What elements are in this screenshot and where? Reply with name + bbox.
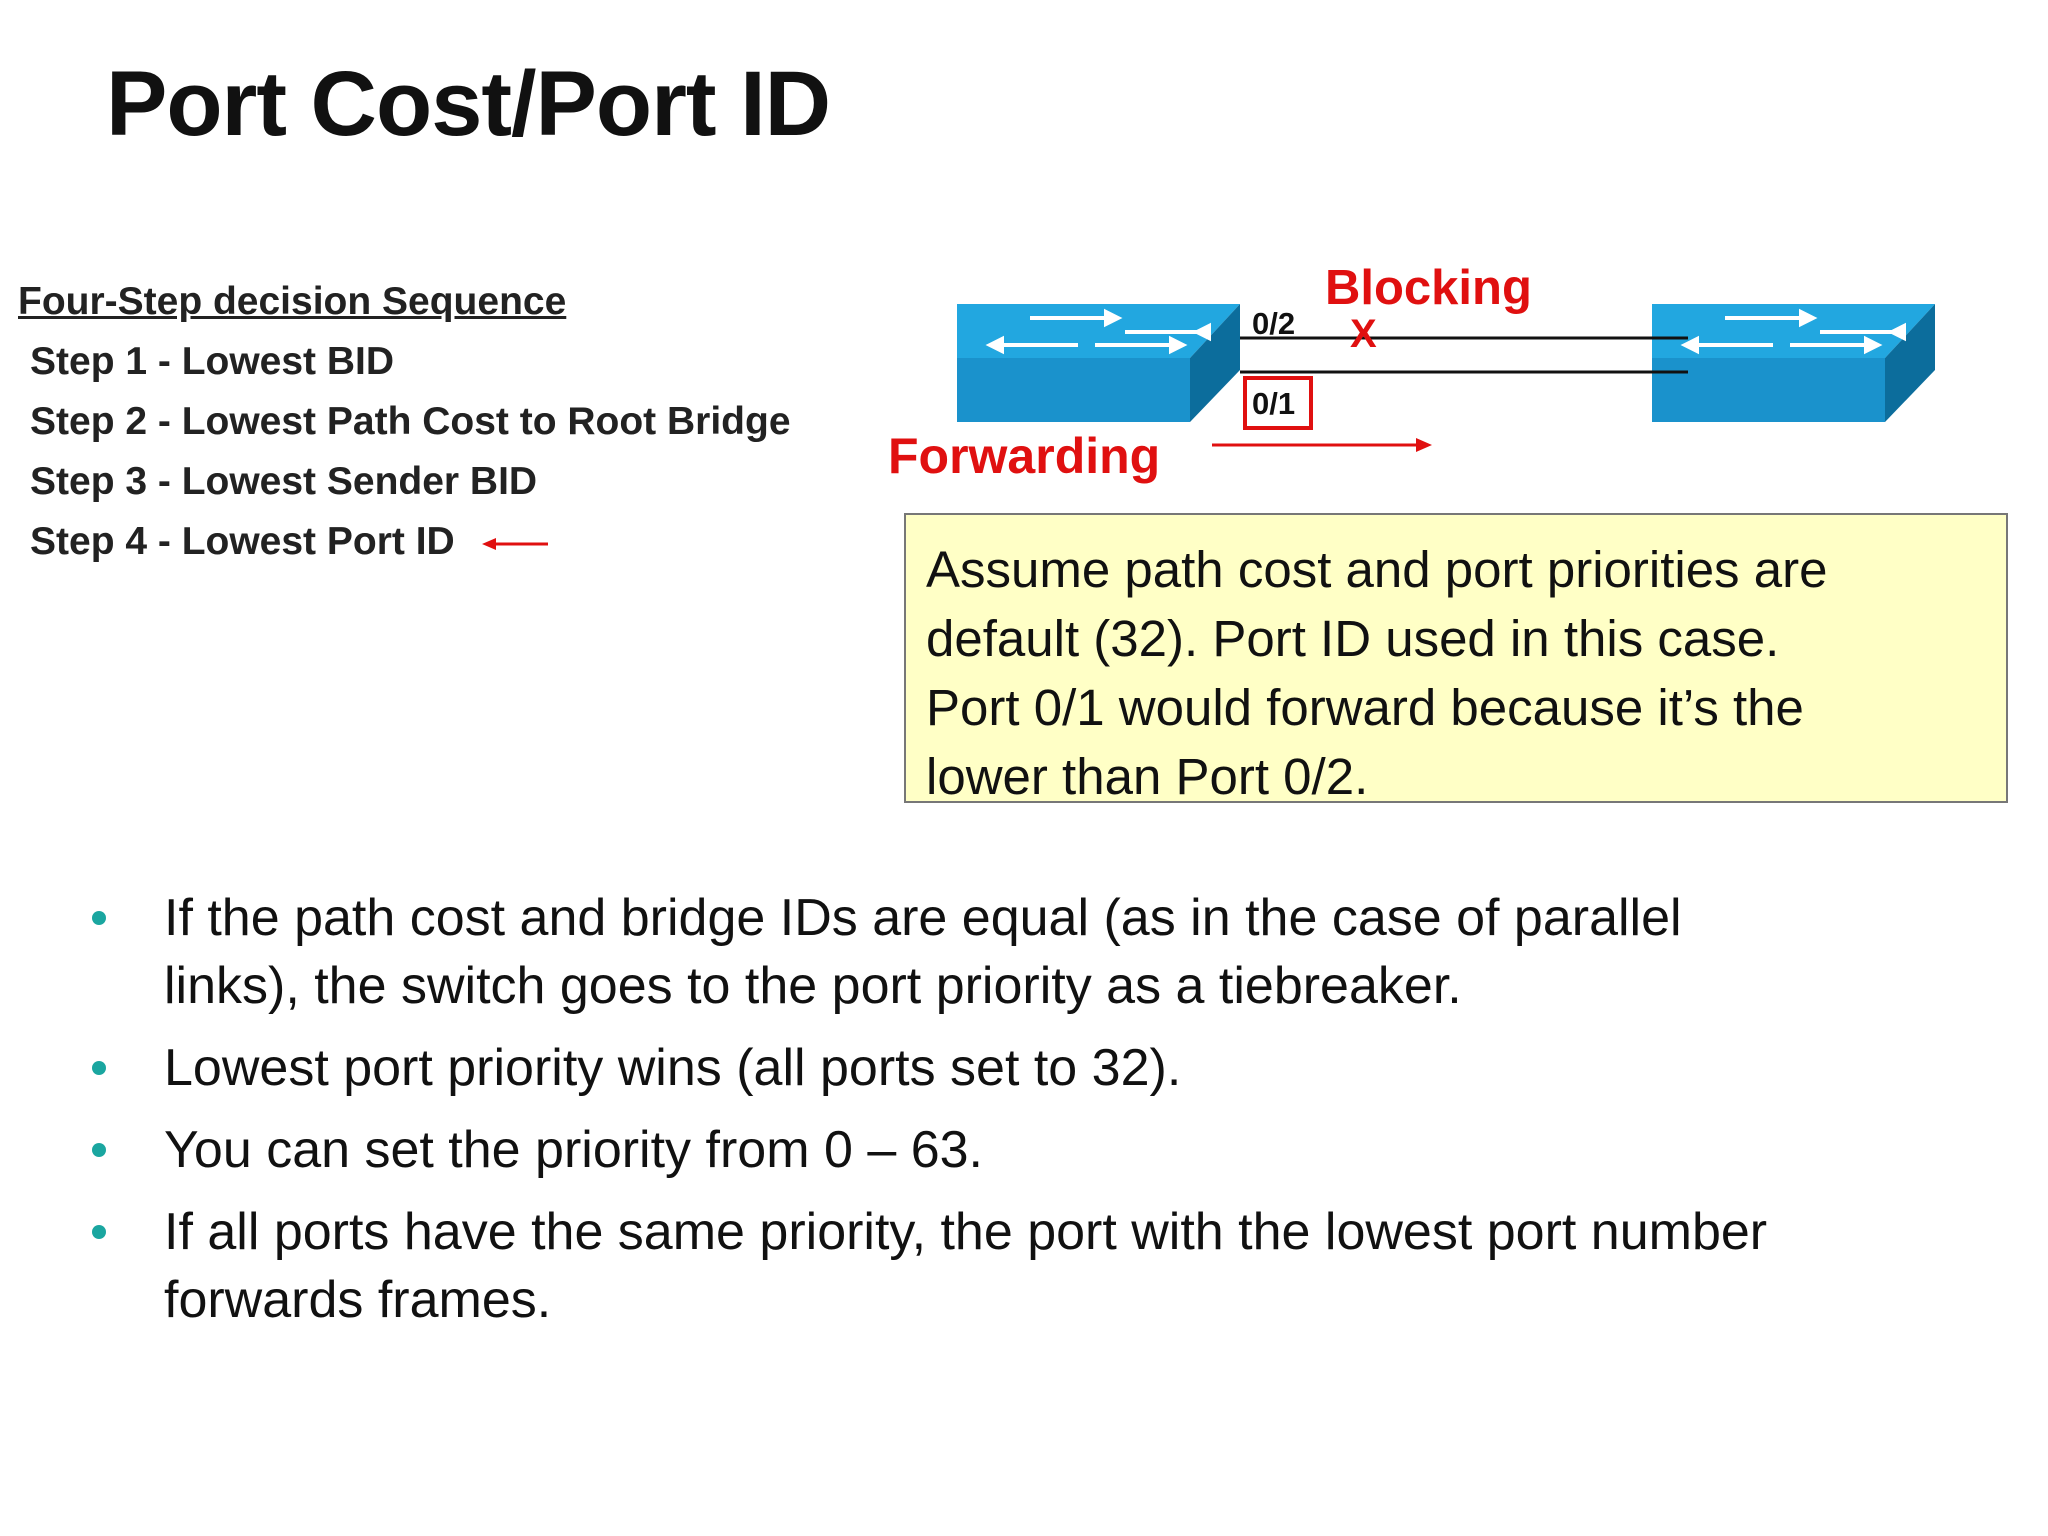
bullet-line: If all ports have the same priority, the…: [164, 1203, 1768, 1261]
bullet-dot-icon: [92, 911, 106, 925]
blocking-x-mark: X: [1350, 312, 1377, 356]
switch-left-icon: [957, 304, 1240, 422]
port-label-bottom: 0/1: [1252, 386, 1295, 421]
bullet-line: If the path cost and bridge IDs are equa…: [164, 889, 1682, 947]
bullet-list: If the path cost and bridge IDs are equa…: [80, 884, 2020, 1348]
stp-diagram: 0/2 0/1 Blocking X Forwarding: [888, 261, 1935, 484]
step-label: Step 3 - Lowest Sender BID: [30, 460, 538, 503]
note-box: Assume path cost and port priorities are…: [904, 513, 2008, 805]
bullet-item: You can set the priority from 0 – 63.: [80, 1116, 2020, 1184]
bullet-line: links), the switch goes to the port prio…: [164, 957, 1462, 1015]
note-line: Assume path cost and port priorities are: [926, 541, 1828, 598]
bullet-line: Lowest port priority wins (all ports set…: [164, 1039, 1182, 1097]
switch-right-icon: [1652, 304, 1935, 422]
step-label: Step 4 - Lowest Port ID: [30, 520, 455, 563]
bullet-item: If all ports have the same priority, the…: [80, 1198, 2020, 1334]
sequence-step-3: Step 3 - Lowest Sender BID: [18, 452, 858, 512]
port-label-top: 0/2: [1252, 306, 1295, 341]
note-line: default (32). Port ID used in this case.: [926, 610, 1780, 667]
slide-title: Port Cost/Port ID: [106, 53, 831, 155]
bullet-line: You can set the priority from 0 – 63.: [164, 1121, 983, 1179]
bullet-dot-icon: [92, 1225, 106, 1239]
step-label: Step 1 - Lowest BID: [30, 340, 395, 383]
note-line: Port 0/1 would forward because it’s the: [926, 679, 1804, 736]
forwarding-label: Forwarding: [888, 428, 1160, 484]
sequence-step-2: Step 2 - Lowest Path Cost to Root Bridge: [18, 392, 858, 452]
bullet-line: forwards frames.: [164, 1271, 552, 1329]
bullet-dot-icon: [92, 1143, 106, 1157]
sequence-step-4: Step 4 - Lowest Port ID: [18, 512, 858, 572]
bullet-item: If the path cost and bridge IDs are equa…: [80, 884, 2020, 1020]
decision-sequence: Four-Step decision Sequence Step 1 - Low…: [18, 272, 858, 572]
blocking-label: Blocking: [1325, 261, 1532, 315]
note-line: lower than Port 0/2.: [926, 748, 1369, 805]
bullet-item: Lowest port priority wins (all ports set…: [80, 1034, 2020, 1102]
sequence-heading: Four-Step decision Sequence: [18, 280, 567, 323]
port-highlight-box: [1243, 376, 1313, 430]
step-label: Step 2 - Lowest Path Cost to Root Bridge: [30, 400, 791, 443]
sequence-step-1: Step 1 - Lowest BID: [18, 332, 858, 392]
left-arrow-icon: [481, 537, 548, 550]
forwarding-arrow-icon: [1212, 438, 1432, 452]
bullet-dot-icon: [92, 1061, 106, 1075]
